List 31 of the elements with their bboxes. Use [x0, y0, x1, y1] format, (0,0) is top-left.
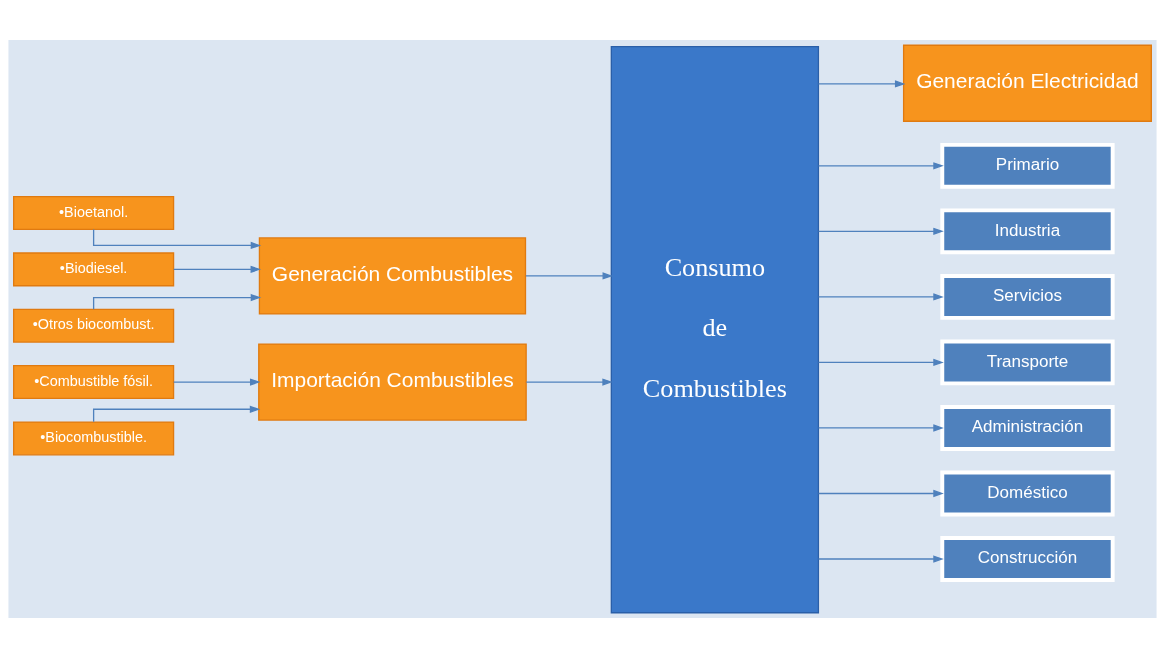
node-box: Primario: [940, 142, 1115, 189]
node-box: Generación Electricidad: [902, 44, 1152, 122]
node-box: •Biodiesel.: [13, 251, 175, 286]
node-box: •Biocombustible.: [13, 420, 175, 455]
arrow: [525, 271, 614, 280]
arrow: [817, 423, 944, 432]
arrow: [817, 358, 944, 366]
arrow: [817, 489, 944, 497]
arrow: [92, 228, 262, 249]
arrow: [173, 377, 261, 386]
arrow: [817, 227, 944, 235]
arrow: [817, 554, 944, 563]
node-box: Generación Combustibles: [258, 236, 527, 315]
node-box: •Bioetanol.: [13, 195, 175, 230]
node-box: Consumo de Combustibles: [610, 45, 820, 613]
node-box: Doméstico: [940, 470, 1115, 516]
arrow: [92, 293, 262, 310]
node-box: Importación Combustibles: [258, 342, 527, 421]
node-box: Administración: [940, 404, 1115, 451]
arrow: [817, 292, 944, 301]
arrow: [817, 79, 906, 88]
arrow: [525, 377, 613, 386]
node-box: Servicios: [940, 273, 1115, 320]
arrow: [817, 161, 944, 169]
node-box: Construcción: [940, 535, 1115, 582]
node-box: •Otros biocombust.: [13, 308, 175, 343]
arrow: [92, 405, 261, 422]
node-box: Industria: [940, 207, 1115, 254]
node-box: Transporte: [940, 339, 1115, 385]
node-box: •Combustible fósil.: [13, 364, 175, 399]
arrow: [173, 265, 262, 273]
